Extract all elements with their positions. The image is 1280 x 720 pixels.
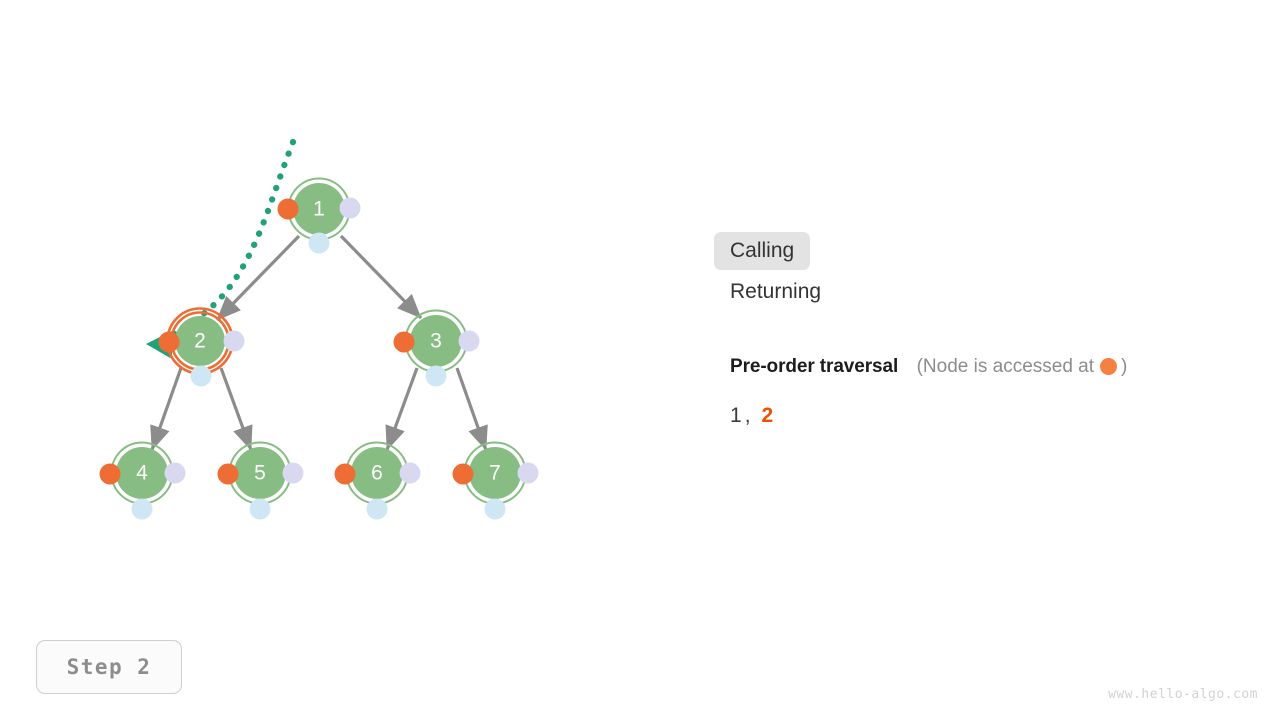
node-body [175, 316, 225, 366]
result-value-current: 2 [761, 404, 775, 427]
watermark: www.hello-algo.com [1108, 687, 1258, 702]
node-right-dot-icon [517, 462, 539, 484]
node-right-dot-icon [282, 462, 304, 484]
tree-edge [215, 234, 301, 322]
result-separator: , [744, 404, 752, 427]
node-access-dot-icon [277, 198, 299, 220]
node-right-dot-icon [223, 330, 245, 352]
node-body [351, 447, 403, 499]
step-indicator: Step 2 [36, 640, 182, 694]
tree-node-1[interactable]: 1 [277, 177, 361, 254]
binary-tree-diagram: 1 2 3 4 [99, 138, 539, 520]
node-right-dot-icon [339, 197, 361, 219]
node-access-dot-icon [217, 463, 239, 485]
node-bottom-dot-icon [425, 365, 447, 387]
node-label: 1 [313, 198, 325, 221]
tree-edge [385, 367, 419, 451]
tree-edge [455, 367, 488, 451]
step-label: Step 2 [66, 655, 152, 679]
node-bottom-dot-icon [190, 365, 212, 387]
tree-nodes: 1 2 3 4 [99, 177, 539, 520]
node-body [469, 447, 521, 499]
node-body [293, 183, 345, 235]
tree-edge [150, 367, 183, 451]
node-right-dot-icon [399, 462, 421, 484]
tree-node-4[interactable]: 4 [99, 441, 186, 520]
state-legend: Calling Returning [714, 232, 1254, 311]
info-panel: Calling Returning Pre-order traversal (N… [714, 232, 1254, 428]
node-bottom-dot-icon [249, 498, 271, 520]
node-right-dot-icon [164, 462, 186, 484]
node-right-dot-icon [458, 330, 480, 352]
state-returning-label[interactable]: Returning [730, 280, 822, 303]
node-body [116, 447, 168, 499]
tree-edges [150, 234, 488, 451]
node-bottom-dot-icon [484, 498, 506, 520]
recursion-path-line [159, 138, 297, 345]
access-dot-icon [1100, 358, 1118, 375]
node-bottom-dot-icon [366, 498, 388, 520]
traversal-note-suffix: ) [1121, 356, 1128, 377]
tree-node-6[interactable]: 6 [334, 441, 421, 520]
node-label: 7 [489, 462, 501, 485]
tree-node-5[interactable]: 5 [217, 441, 304, 520]
tree-node-2[interactable]: 2 [158, 307, 245, 387]
node-access-dot-icon [158, 331, 180, 353]
state-calling-badge[interactable]: Calling [714, 232, 811, 270]
node-label: 4 [136, 462, 148, 485]
node-access-dot-icon [452, 463, 474, 485]
node-bottom-dot-icon [308, 232, 330, 254]
traversal-heading: Pre-order traversal (Node is accessed at… [714, 356, 1254, 378]
tree-edge [219, 367, 253, 451]
tree-edge [339, 234, 423, 320]
traversal-note-prefix: (Node is accessed at [916, 356, 1095, 377]
traversal-note: (Node is accessed at) [917, 356, 1128, 377]
node-access-dot-icon [393, 331, 415, 353]
node-access-dot-icon [99, 463, 121, 485]
node-label: 5 [254, 462, 266, 485]
node-label: 2 [194, 330, 206, 353]
node-body [234, 447, 286, 499]
tree-node-7[interactable]: 7 [452, 441, 539, 520]
traversal-result-list: 1,2 [714, 404, 1254, 428]
node-access-dot-icon [334, 463, 356, 485]
node-label: 3 [430, 330, 442, 353]
node-label: 6 [371, 462, 383, 485]
traversal-title: Pre-order traversal [730, 356, 899, 377]
result-value: 1 [730, 404, 743, 427]
tree-node-3[interactable]: 3 [393, 309, 480, 387]
node-body [410, 315, 462, 367]
node-bottom-dot-icon [131, 498, 153, 520]
